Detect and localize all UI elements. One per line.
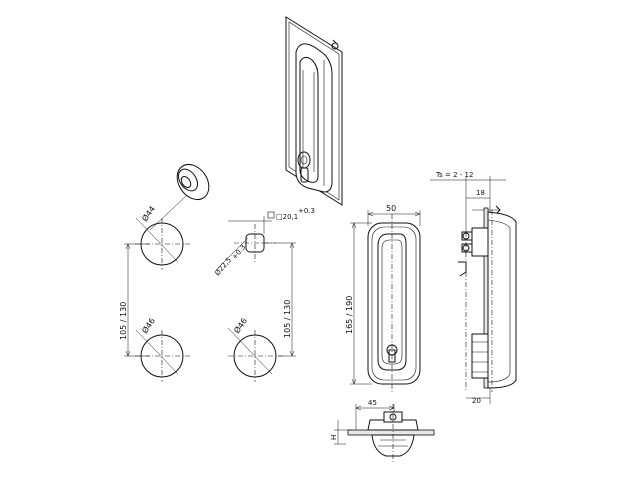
dim-dia-22-5-tol: +0.3 (230, 243, 247, 261)
cutout-template-right: □20,1 +0.3 Ø22,5 +0.3 Ø46 105 / 130 (213, 207, 315, 382)
dim-50: 50 (386, 204, 396, 213)
dim-20: 20 (472, 397, 481, 405)
bottom-view: 45 H (330, 399, 435, 462)
dim-105-130-right: 105 / 130 (283, 300, 292, 338)
dim-165-190: 165 / 190 (345, 296, 354, 334)
dim-square-20-1-tol: +0.3 (298, 207, 315, 215)
cutout-template-left: Ø44 Ø46 105 / 130 (119, 195, 190, 382)
dim-dia-46-right: Ø46 (231, 316, 249, 335)
dim-h: H (330, 435, 338, 440)
dim-dia-46-left: Ø46 (139, 316, 157, 335)
dim-18: 18 (476, 189, 485, 197)
side-section-view: Ts = 2 - 12 18 20 (430, 171, 517, 405)
dim-dia-22-5: Ø22,5 (213, 256, 233, 277)
dim-dia-44: Ø44 (139, 204, 157, 223)
dim-ts-range: Ts = 2 - 12 (435, 171, 473, 179)
rosette-washer (176, 163, 210, 201)
perspective-view (285, 16, 343, 206)
dim-45: 45 (368, 399, 377, 407)
dim-square-20-1: □20,1 (276, 213, 298, 221)
front-view: 165 / 190 50 (345, 204, 421, 392)
dim-105-130-left: 105 / 130 (119, 302, 128, 340)
